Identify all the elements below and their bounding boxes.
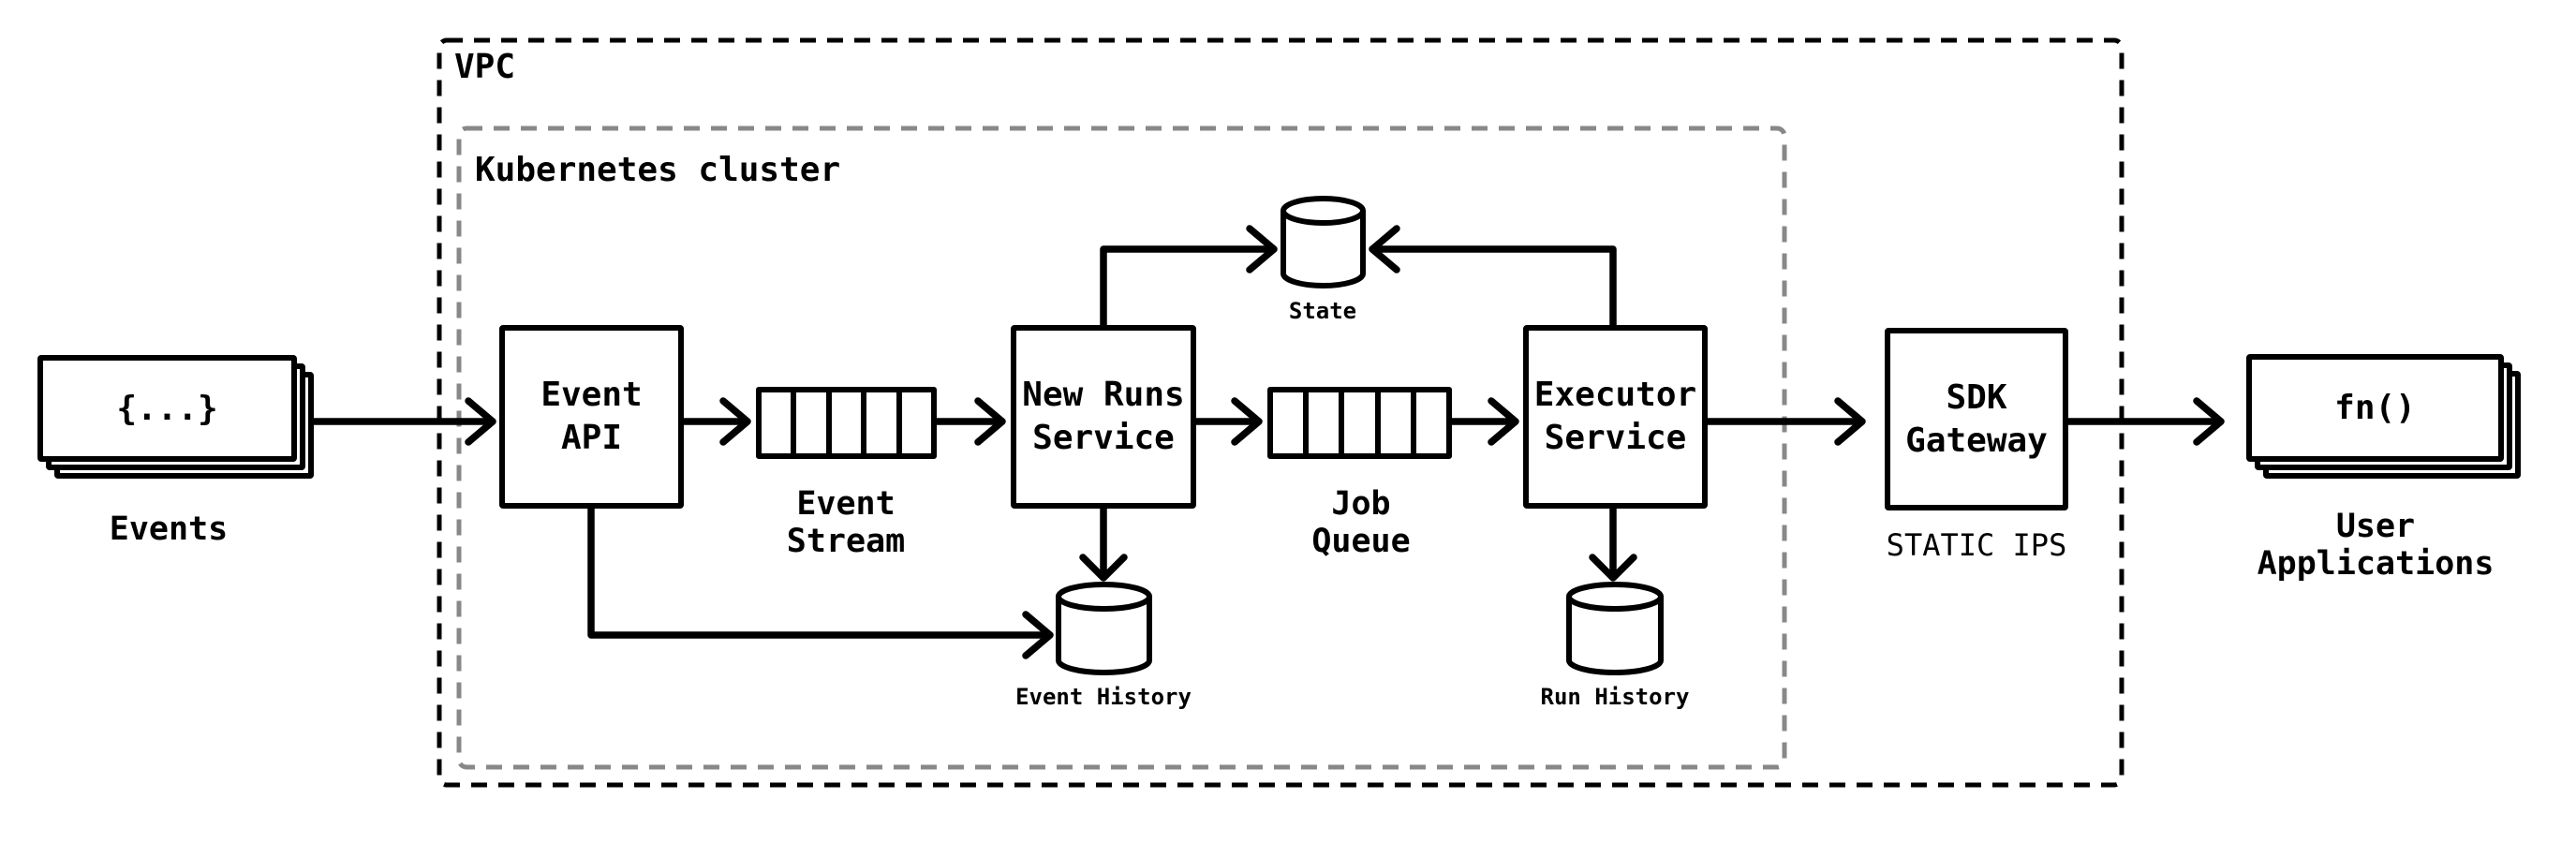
- queue-cell: [1374, 392, 1411, 453]
- user-apps-label-line1: User: [2335, 508, 2416, 545]
- arrow-new-runs-to-event-history: [1079, 505, 1128, 582]
- run-history-label: Run History: [1540, 684, 1690, 710]
- queue-cell: [861, 392, 896, 453]
- queue-cell: [1339, 392, 1374, 453]
- arrow-executor-to-sdk-gateway: [1704, 397, 1866, 446]
- queue-cell: [1410, 392, 1446, 453]
- arrow-event-stream-to-new-runs: [933, 397, 1006, 446]
- kubernetes-cluster-label: Kubernetes cluster: [475, 151, 841, 189]
- queue-cell: [896, 392, 931, 453]
- event-history-database-icon: [1056, 582, 1152, 675]
- event-stream-queue-icon: [756, 387, 937, 459]
- events-glyph: {...}: [116, 389, 218, 428]
- event-api-label-line2: API: [560, 419, 623, 457]
- events-sheet-front: {...}: [37, 355, 297, 462]
- sdk-gateway-label-line2: Gateway: [1905, 421, 2048, 460]
- queue-cell: [791, 392, 825, 453]
- run-history-database-icon: [1566, 582, 1664, 675]
- job-queue-icon: [1267, 387, 1452, 459]
- vpc-label: VPC: [454, 48, 516, 86]
- executor-service-box: Executor Service: [1523, 325, 1708, 509]
- queue-cell: [1303, 392, 1339, 453]
- event-stream-label-line1: Event: [796, 485, 896, 523]
- new-runs-service-box: New Runs Service: [1011, 325, 1196, 509]
- executor-label-line2: Service: [1544, 419, 1687, 457]
- event-api-box: Event API: [499, 325, 684, 509]
- state-database-icon: [1281, 196, 1366, 288]
- arrow-job-queue-to-executor: [1448, 397, 1519, 446]
- user-apps-sheet-front: fn(): [2246, 354, 2504, 462]
- job-queue-label-line2: Queue: [1311, 523, 1411, 560]
- queue-cell: [825, 392, 861, 453]
- arrow-event-api-to-event-stream: [680, 397, 751, 446]
- new-runs-label-line1: New Runs: [1022, 376, 1185, 414]
- events-node: {...}: [37, 355, 314, 479]
- queue-cell: [1273, 392, 1303, 453]
- job-queue-label-line1: Job: [1331, 485, 1391, 523]
- static-ips-label: STATIC IPS: [1886, 527, 2067, 563]
- new-runs-label-line2: Service: [1032, 419, 1175, 457]
- queue-cell: [762, 392, 791, 453]
- executor-label-line1: Executor: [1533, 376, 1697, 414]
- sdk-gateway-label-line1: SDK: [1946, 377, 2007, 417]
- arrow-new-runs-to-job-queue: [1192, 397, 1263, 446]
- sdk-gateway-box: SDK Gateway: [1885, 328, 2068, 510]
- arrow-executor-to-run-history: [1589, 505, 1637, 582]
- user-applications-node: fn(): [2246, 354, 2521, 479]
- user-apps-label-line2: Applications: [2257, 545, 2495, 583]
- events-label: Events: [109, 510, 229, 548]
- event-history-label: Event History: [1015, 684, 1192, 710]
- event-api-label-line1: Event: [540, 376, 643, 414]
- user-apps-glyph: fn(): [2334, 389, 2416, 427]
- arrow-sdk-gateway-to-user-apps: [2065, 397, 2225, 446]
- arrow-events-to-event-api: [308, 397, 496, 446]
- event-stream-label-line2: Stream: [786, 523, 906, 560]
- state-label: State: [1288, 298, 1357, 324]
